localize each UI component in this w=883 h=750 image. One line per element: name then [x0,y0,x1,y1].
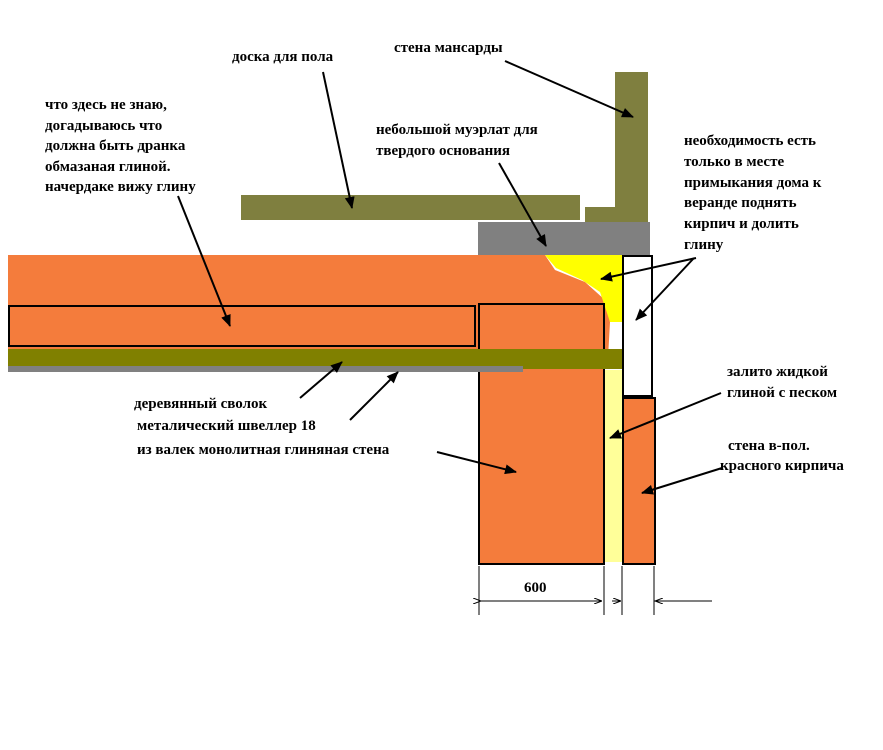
label-attic-wall: стена мансарды [394,40,503,56]
svg-text:красного кирпича: красного кирпича [720,458,844,474]
arrow-floor-board [322,71,355,209]
pale-clay-fill [604,370,622,562]
label-filled: залито жидкой глиной с песком [727,364,837,401]
arrow-filled [609,392,722,439]
label-dimension-600: 600 [524,580,547,596]
svg-text:что здесь не знаю,: что здесь не знаю, [45,97,167,113]
label-clay-wall: из валек монолитная глиняная стена [137,442,390,458]
label-floor-board: доска для пола [232,49,334,65]
svg-text:небольшой муэрлат для: небольшой муэрлат для [376,122,538,138]
arrow-need-2 [635,257,695,321]
upper-plank [8,305,476,347]
arrow-clay-wall [436,451,517,475]
dimension-600 [479,566,712,615]
label-brick-wall: стена в-пол. красного кирпича [720,438,844,474]
arrow-need-1 [600,257,697,282]
mauerlat [478,222,650,255]
arrow-unknown [177,195,231,327]
arrow-mauerlat [498,162,547,247]
attic-wall-vertical [615,72,648,222]
arrow-channel [349,371,399,421]
svg-text:веранде поднять: веранде поднять [684,195,797,211]
arrow-wooden-beam [299,361,343,399]
svg-text:необходимость есть: необходимость есть [684,133,816,149]
attic-wall-base [585,207,648,222]
label-mauerlat: небольшой муэрлат для твердого основания [376,122,538,159]
svg-text:глиной с песком: глиной с песком [727,385,837,401]
svg-text:обмазаная глиной.: обмазаная глиной. [45,159,171,175]
svg-text:должна быть дранка: должна быть дранка [45,138,186,154]
clay-wall [478,303,605,565]
svg-text:начердаке вижу глину: начердаке вижу глину [45,179,196,195]
svg-text:залито жидкой: залито жидкой [727,364,828,380]
svg-text:примыкания дома к: примыкания дома к [684,175,822,191]
svg-text:только в месте: только в месте [684,154,784,170]
arrow-attic-wall [504,60,634,118]
svg-text:стена в-пол.: стена в-пол. [728,438,810,454]
label-channel: металический швеллер 18 [137,418,316,434]
wooden-beam [8,349,623,369]
svg-text:твердого основания: твердого основания [376,143,510,159]
svg-text:кирпич и долить: кирпич и долить [684,216,799,232]
raised-brick-white [622,255,653,397]
brick-wall [622,397,656,565]
label-wooden-beam: деревянный сволок [134,396,268,412]
label-need: необходимость есть только в месте примык… [684,133,822,253]
svg-text:глину: глину [684,237,724,253]
arrow-brick-wall [641,467,723,495]
metal-channel [8,366,523,372]
svg-text:догадываюсь что: догадываюсь что [45,118,162,134]
label-unknown: что здесь не знаю, догадываюсь что должн… [45,97,196,195]
